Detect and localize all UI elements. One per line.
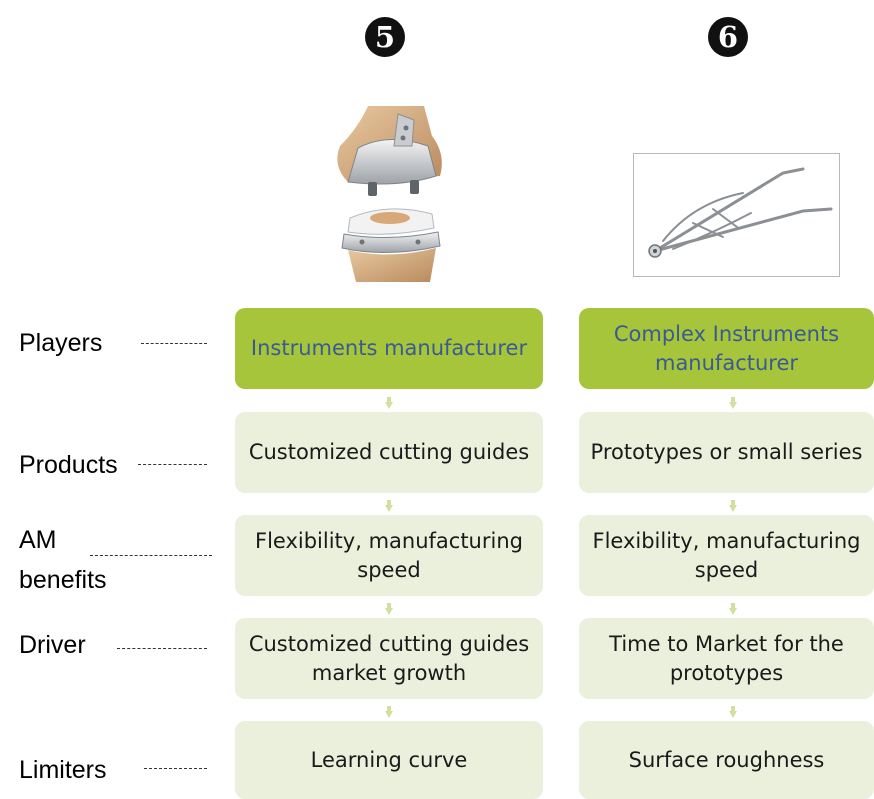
column-5-number-badge: 5	[365, 17, 405, 57]
row-label-driver: Driver	[19, 631, 86, 659]
column-6-number-badge: 6	[708, 17, 748, 57]
limiters-leader-line	[144, 768, 207, 769]
row-label-products: Products	[19, 451, 118, 479]
column-5-limiters-box: Learning curve	[235, 721, 543, 799]
column-5-players-box: Instruments manufacturer	[235, 308, 543, 389]
column-6-arrow-1	[729, 397, 737, 409]
row-label-players: Players	[19, 329, 103, 357]
surgical-instrument-icon	[633, 153, 840, 277]
column-5-arrow-3	[385, 603, 393, 615]
column-6-arrow-3	[729, 603, 737, 615]
knee-implant-icon	[337, 106, 442, 282]
column-6-players-box: Complex Instruments manufacturer	[579, 308, 874, 389]
column-5-driver-box: Customized cutting guides market growth	[235, 618, 543, 699]
column-6-driver-box: Time to Market for the prototypes	[579, 618, 874, 699]
column-6-limiters-box: Surface roughness	[579, 721, 874, 799]
column-5-am-benefits-box: Flexibility, manufacturing speed	[235, 515, 543, 596]
column-5-arrow-1	[385, 397, 393, 409]
products-leader-line	[138, 464, 207, 465]
am-benefits-leader-line	[90, 555, 212, 556]
column-5-arrow-2	[385, 500, 393, 512]
column-5-arrow-4	[385, 706, 393, 718]
column-6-arrow-2	[729, 500, 737, 512]
column-5-products-box: Customized cutting guides	[235, 412, 543, 493]
column-6-arrow-4	[729, 706, 737, 718]
driver-leader-line	[117, 648, 207, 649]
column-6-products-box: Prototypes or small series	[579, 412, 874, 493]
row-label-am-benefits-line1: AM	[19, 526, 57, 554]
players-leader-line	[141, 343, 207, 344]
row-label-limiters: Limiters	[19, 756, 107, 784]
row-label-am-benefits-line2: benefits	[19, 566, 107, 594]
column-6-am-benefits-box: Flexibility, manufacturing speed	[579, 515, 874, 596]
